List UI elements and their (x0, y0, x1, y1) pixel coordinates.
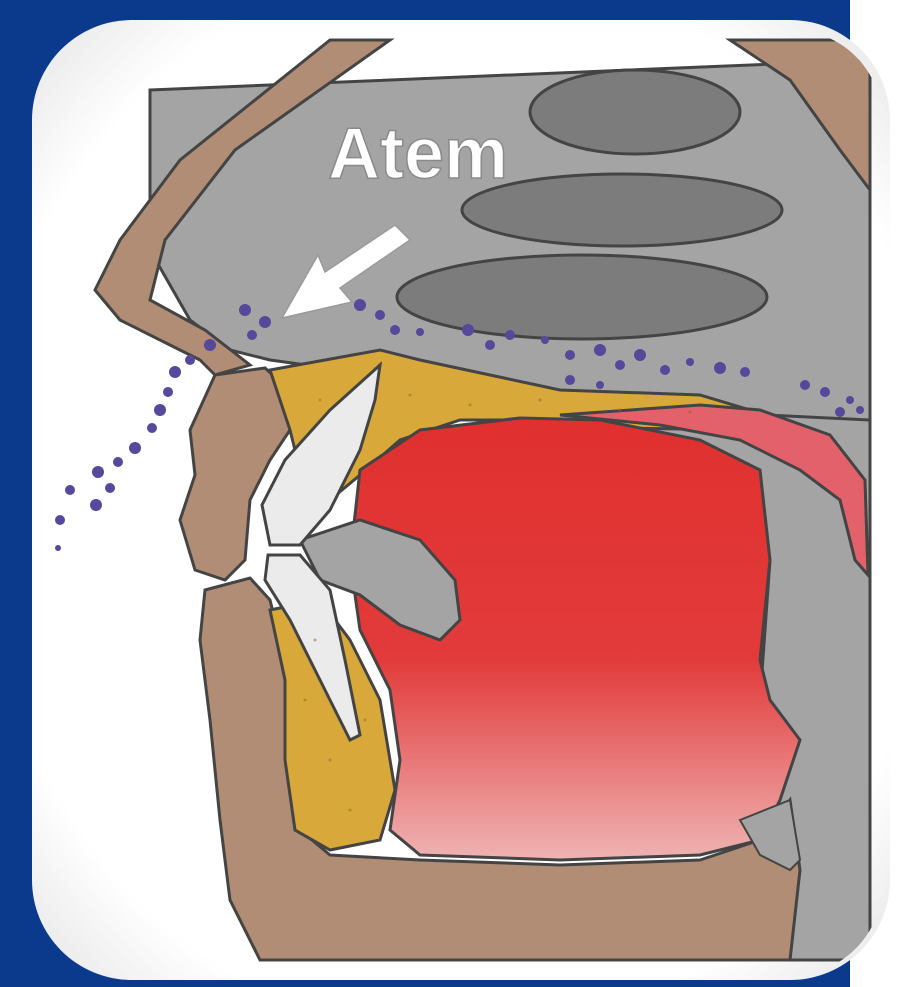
upper-turbinate (530, 70, 740, 154)
middle-turbinate (462, 174, 782, 246)
lower-turbinate (397, 255, 767, 339)
tongue (350, 418, 800, 860)
breath-label: Atem (328, 114, 508, 194)
